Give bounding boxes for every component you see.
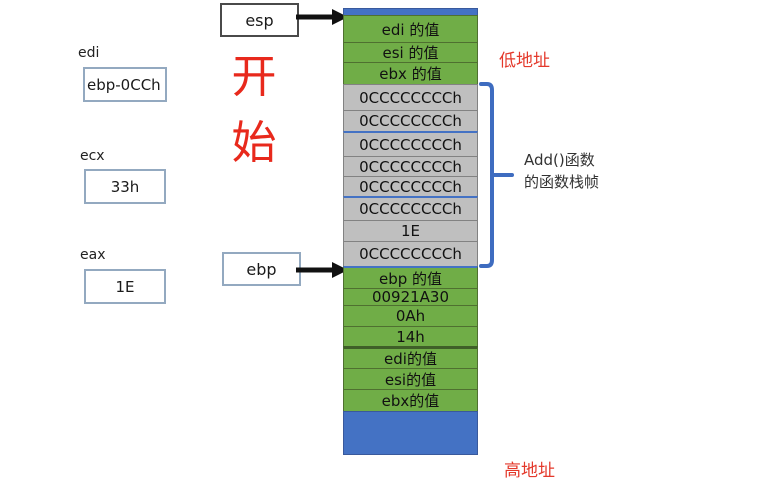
stack-frame-label: Add()函数 的函数栈帧 (524, 151, 600, 191)
register-value-eax: 1E (84, 269, 166, 304)
stack-cell: 0Ah (343, 305, 478, 327)
low-address-label: 低地址 (499, 51, 550, 71)
register-label-eax: eax (80, 247, 106, 263)
stack-cell: 0CCCCCCCCh (343, 110, 478, 132)
stack-cell: 0CCCCCCCCh (343, 241, 478, 267)
esp-pointer-box: esp (220, 3, 299, 37)
stack-cell: 14h (343, 326, 478, 347)
stack-bottom-block (343, 411, 478, 455)
stack-frame-bracket-icon (479, 82, 514, 268)
ebp-pointer-box: ebp (222, 252, 301, 286)
stack-cell: esi 的值 (343, 42, 478, 63)
start-annotation: 开 始 (231, 50, 277, 169)
stack-cell: 00921A30 (343, 288, 478, 306)
register-label-ecx: ecx (80, 148, 105, 164)
register-value-edi: ebp-0CCh (83, 67, 167, 102)
stack-cell: 0CCCCCCCCh (343, 131, 478, 157)
stack-cell: edi的值 (343, 346, 478, 369)
stack-cell: esi的值 (343, 368, 478, 390)
high-address-label: 高地址 (504, 461, 555, 481)
register-label-edi: edi (78, 45, 100, 61)
stack-cell: 0CCCCCCCCh (343, 196, 478, 221)
stack-cell: ebx的值 (343, 389, 478, 412)
stack-cell: edi 的值 (343, 15, 478, 43)
stack-cell: 0CCCCCCCCh (343, 176, 478, 197)
stack-cell: ebp 的值 (343, 266, 478, 289)
stack-cell: 0CCCCCCCCh (343, 84, 478, 111)
stack-cell: ebx 的值 (343, 62, 478, 85)
ebp-arrow-icon (296, 262, 348, 278)
stack-column: edi 的值 esi 的值 ebx 的值 0CCCCCCCCh 0CCCCCCC… (343, 8, 478, 455)
esp-arrow-icon (296, 9, 348, 25)
stack-cell: 0CCCCCCCCh (343, 156, 478, 177)
register-value-ecx: 33h (84, 169, 166, 204)
stack-cell: 1E (343, 220, 478, 242)
